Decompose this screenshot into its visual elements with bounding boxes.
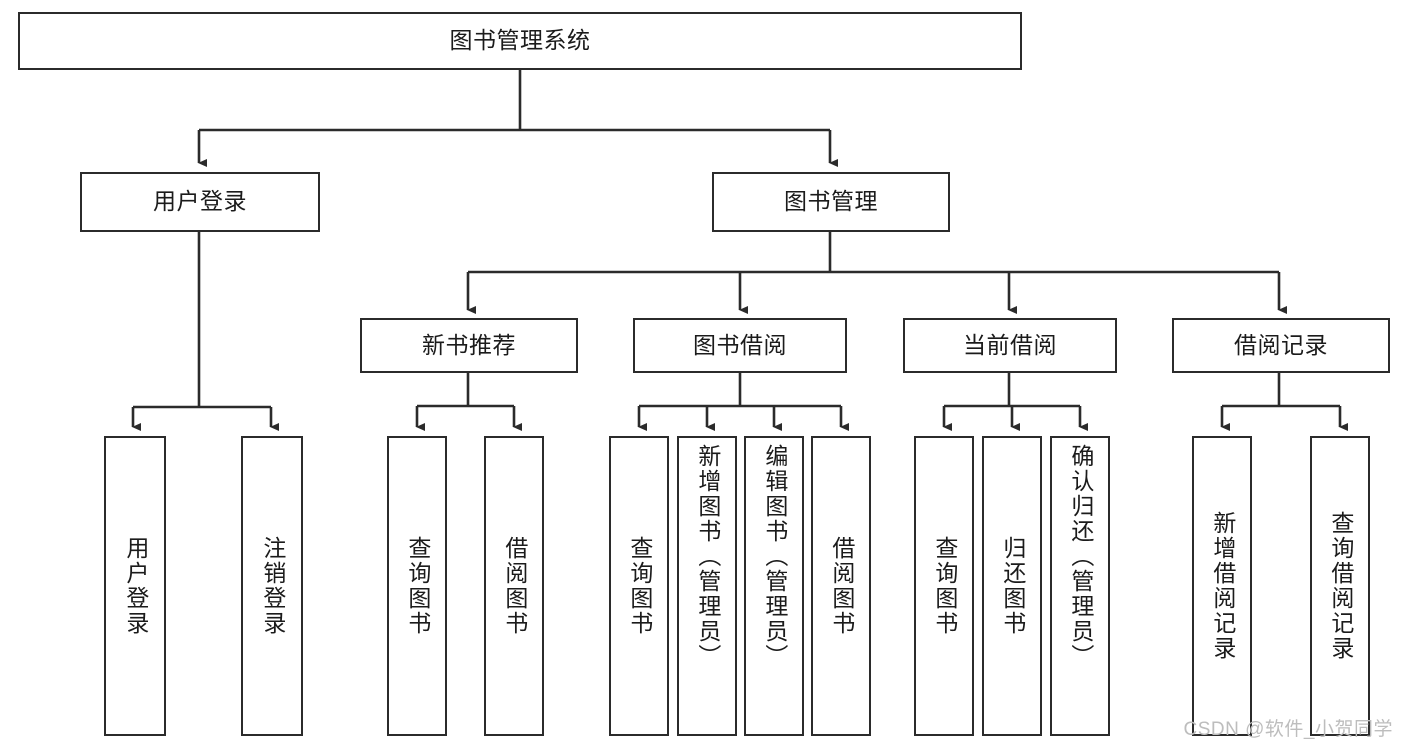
node-new-book-rec-label: 新书推荐 bbox=[422, 331, 516, 358]
node-current-borrow[interactable]: 当前借阅 bbox=[903, 318, 1117, 373]
node-leaf-confirm-return[interactable]: 确认归还（管理员） bbox=[1050, 436, 1110, 736]
node-book-borrow-label: 图书借阅 bbox=[693, 331, 787, 358]
node-leaf-logout[interactable]: 注销登录 bbox=[241, 436, 303, 736]
node-user-login[interactable]: 用户登录 bbox=[80, 172, 320, 232]
node-root[interactable]: 图书管理系统 bbox=[18, 12, 1022, 70]
node-leaf-add-record-label: 新增借阅记录 bbox=[1209, 511, 1236, 661]
node-leaf-borrow-book-1-label: 借阅图书 bbox=[501, 536, 528, 636]
node-borrow-record[interactable]: 借阅记录 bbox=[1172, 318, 1390, 373]
node-leaf-borrow-book-2-label: 借阅图书 bbox=[828, 536, 855, 636]
node-leaf-edit-book[interactable]: 编辑图书（管理员） bbox=[744, 436, 804, 736]
node-leaf-user-login-label: 用户登录 bbox=[122, 536, 149, 636]
node-leaf-add-record[interactable]: 新增借阅记录 bbox=[1192, 436, 1252, 736]
node-leaf-query-record-label: 查询借阅记录 bbox=[1327, 511, 1354, 661]
node-leaf-return-book[interactable]: 归还图书 bbox=[982, 436, 1042, 736]
node-leaf-borrow-book-2[interactable]: 借阅图书 bbox=[811, 436, 871, 736]
node-borrow-record-label: 借阅记录 bbox=[1234, 331, 1328, 358]
node-leaf-query-book-1-label: 查询图书 bbox=[404, 536, 431, 636]
node-new-book-rec[interactable]: 新书推荐 bbox=[360, 318, 578, 373]
node-current-borrow-label: 当前借阅 bbox=[963, 331, 1057, 358]
node-leaf-query-book-2[interactable]: 查询图书 bbox=[609, 436, 669, 736]
node-leaf-user-login[interactable]: 用户登录 bbox=[104, 436, 166, 736]
node-leaf-query-book-2-label: 查询图书 bbox=[626, 536, 653, 636]
node-leaf-add-book[interactable]: 新增图书（管理员） bbox=[677, 436, 737, 736]
node-leaf-confirm-return-label: 确认归还（管理员） bbox=[1067, 444, 1094, 669]
node-leaf-borrow-book-1[interactable]: 借阅图书 bbox=[484, 436, 544, 736]
node-user-login-label: 用户登录 bbox=[153, 188, 247, 215]
node-book-manage[interactable]: 图书管理 bbox=[712, 172, 950, 232]
node-leaf-logout-label: 注销登录 bbox=[259, 536, 286, 636]
node-book-borrow[interactable]: 图书借阅 bbox=[633, 318, 847, 373]
node-leaf-edit-book-label: 编辑图书（管理员） bbox=[761, 444, 788, 669]
node-leaf-query-record[interactable]: 查询借阅记录 bbox=[1310, 436, 1370, 736]
node-root-label: 图书管理系统 bbox=[449, 27, 591, 54]
node-leaf-add-book-label: 新增图书（管理员） bbox=[694, 444, 721, 669]
node-leaf-query-book-3-label: 查询图书 bbox=[931, 536, 958, 636]
watermark-text: CSDN @软件_小贺同学 bbox=[1183, 719, 1393, 740]
node-leaf-query-book-3[interactable]: 查询图书 bbox=[914, 436, 974, 736]
node-leaf-query-book-1[interactable]: 查询图书 bbox=[387, 436, 447, 736]
node-book-manage-label: 图书管理 bbox=[784, 188, 878, 215]
node-leaf-return-book-label: 归还图书 bbox=[999, 536, 1026, 636]
